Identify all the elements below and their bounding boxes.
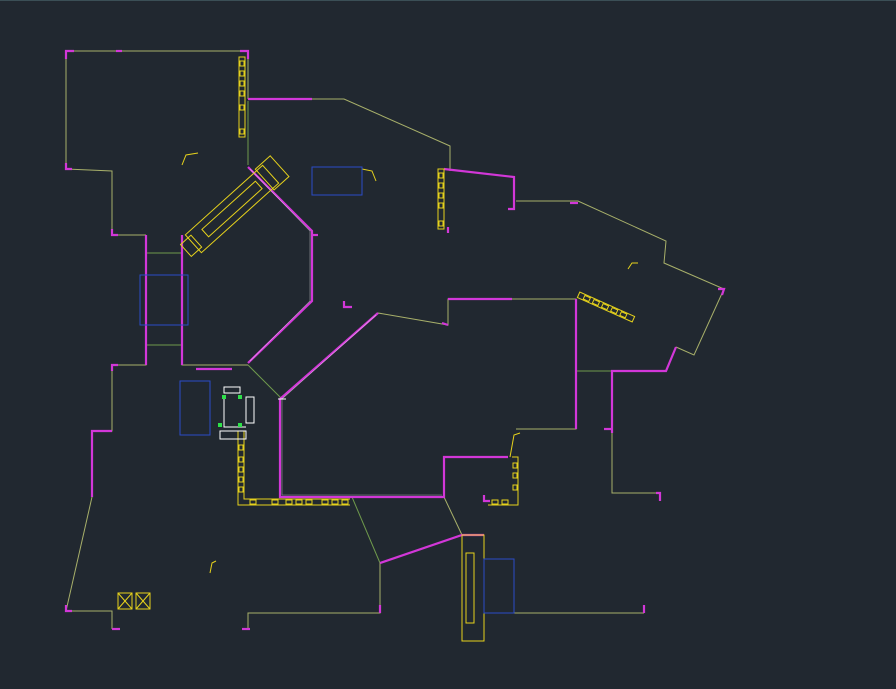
shelf-cell xyxy=(238,466,244,473)
glazing-corner-left-lower xyxy=(110,363,118,371)
shelf-cell xyxy=(438,220,444,227)
equipment-boxes xyxy=(117,592,151,610)
glazing-highlights xyxy=(249,168,442,496)
shelf-cell xyxy=(438,202,444,209)
diagonal-counter xyxy=(179,155,290,258)
shelf-cell xyxy=(239,128,245,135)
glazing-corner-left-mid xyxy=(110,229,118,237)
shelf-cell xyxy=(341,499,349,505)
shelf-cell xyxy=(239,60,245,67)
secondary-walls xyxy=(146,101,612,564)
wall-diagonal-core xyxy=(247,364,283,400)
wall-right-upper xyxy=(516,200,725,356)
glazing-corner-bottom-left xyxy=(64,605,72,613)
shelf-cell xyxy=(238,486,244,493)
marker-3 xyxy=(627,262,638,270)
glazing xyxy=(64,49,726,631)
shelf-cell xyxy=(239,80,245,87)
shelf-cell xyxy=(600,302,610,311)
shelf-cell xyxy=(610,306,619,315)
glazing-diagonal-center xyxy=(279,312,379,400)
shelf-cell xyxy=(512,484,518,491)
shelf-cell xyxy=(238,476,244,483)
zone-core[interactable] xyxy=(139,274,189,326)
wall-core-right xyxy=(181,235,248,366)
wall-diagonal-south xyxy=(351,496,381,564)
shelf-cell xyxy=(512,472,518,479)
wall-link-diagonal xyxy=(443,496,463,536)
marker-1 xyxy=(181,152,199,166)
node[interactable] xyxy=(222,395,226,399)
glazing-upper-right xyxy=(443,167,516,211)
glazing-corner-sw xyxy=(64,163,72,171)
shelf-strip-upper-right xyxy=(437,168,445,230)
marker-5 xyxy=(209,560,217,574)
glazing-corner-right-tail xyxy=(656,491,662,501)
node[interactable] xyxy=(238,423,242,427)
shelf-cell xyxy=(271,499,279,505)
wall-top-left-block xyxy=(65,50,249,169)
shelf-strip-lower-room xyxy=(488,456,519,506)
node[interactable] xyxy=(238,395,242,399)
shelf-cell xyxy=(491,499,499,505)
shelf-cell xyxy=(305,499,313,505)
glazing-left-lower xyxy=(90,429,112,497)
shelf-cell xyxy=(619,311,628,319)
shelf-cell xyxy=(438,192,444,199)
shelf-cell xyxy=(238,444,244,451)
shelf-slanted-east xyxy=(576,291,636,323)
shelf-strip-north xyxy=(238,56,246,138)
outer-walls xyxy=(65,50,725,629)
detail-cluster xyxy=(218,386,286,440)
shelf-cell xyxy=(249,499,257,505)
glazing-tick-lower-room xyxy=(482,495,490,503)
wall-bottom xyxy=(247,563,381,629)
shelf-cell xyxy=(285,499,293,505)
wall-center-ledge xyxy=(377,298,577,430)
zone-north[interactable] xyxy=(311,166,363,196)
glazing-right-step xyxy=(610,346,678,433)
glazing-corner-east xyxy=(718,287,726,296)
wall-left-upper xyxy=(65,168,146,236)
glazing-south-diagonal xyxy=(379,533,484,565)
shelf-cell xyxy=(239,90,245,97)
shelf-cell xyxy=(331,499,339,505)
glazing-center-vertical xyxy=(278,399,508,499)
zone-south[interactable] xyxy=(483,558,515,614)
counter-l-shape xyxy=(237,431,350,506)
glazing-tick-center xyxy=(342,301,352,309)
wall-core-left xyxy=(112,235,147,366)
shelf-cell xyxy=(321,499,329,505)
shelf-cell xyxy=(238,456,244,463)
shelf-cell xyxy=(239,70,245,77)
shelf-cell xyxy=(591,298,601,307)
zone-west[interactable] xyxy=(179,380,211,436)
shelf-cell xyxy=(501,499,509,505)
glazing-diagonal-upper xyxy=(247,166,314,364)
zones xyxy=(139,166,515,614)
glazing-corner-ne xyxy=(240,49,250,59)
node[interactable] xyxy=(218,423,222,427)
shelf-cell xyxy=(512,462,518,469)
wall-right-tail xyxy=(611,429,660,494)
fixtures xyxy=(117,56,638,642)
shelf-cell xyxy=(239,104,245,111)
wall-top-center xyxy=(248,98,451,171)
glazing-tick-ledge xyxy=(441,321,449,327)
shelf-cell xyxy=(295,499,303,505)
shelf-cells-slanted xyxy=(582,294,628,319)
shelf-cell xyxy=(438,172,444,179)
marker-4 xyxy=(509,432,521,458)
marker-2 xyxy=(361,168,377,182)
shelf-cell xyxy=(438,182,444,189)
lift-shaft xyxy=(461,534,485,642)
fixture-cells xyxy=(238,60,628,505)
shelf-cell xyxy=(582,294,592,303)
wall-left-lower xyxy=(65,365,113,629)
glazing-corner-nw xyxy=(64,49,74,59)
